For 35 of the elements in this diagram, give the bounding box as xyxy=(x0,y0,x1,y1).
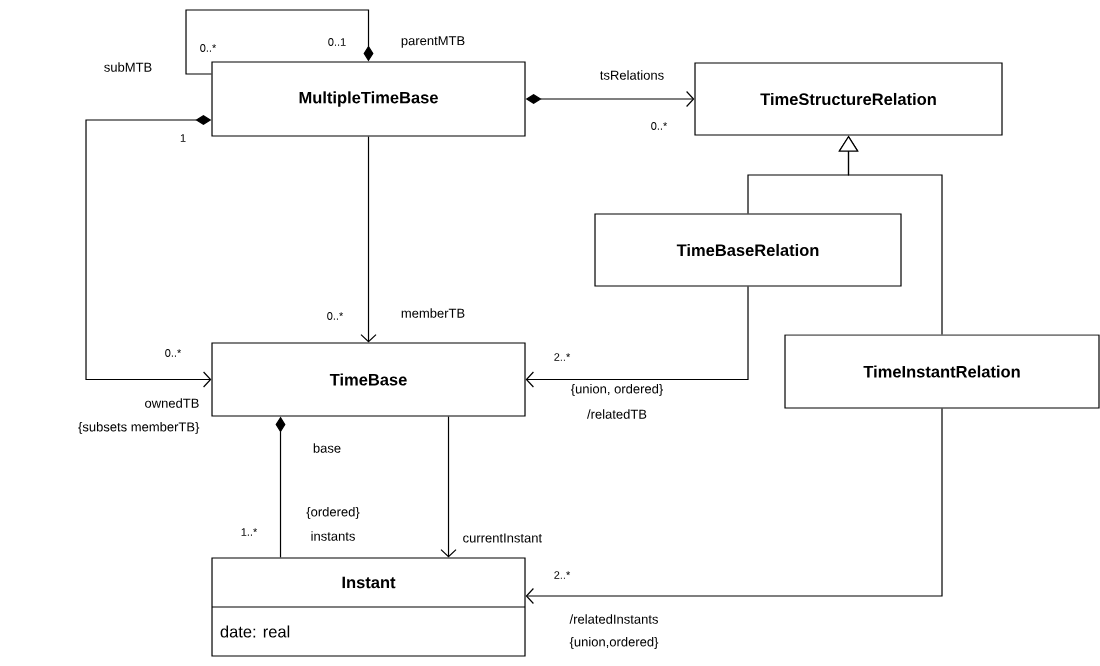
association-line xyxy=(185,9,374,75)
association-arrow xyxy=(525,408,943,605)
association-arrow xyxy=(360,136,377,343)
class-box: Instant date: real xyxy=(211,557,526,657)
multiplicity-label: 0..* xyxy=(165,349,182,357)
multiplicity-label: 0..* xyxy=(651,122,668,130)
multiplicity-label: 0..* xyxy=(200,44,217,52)
association-arrow xyxy=(85,115,212,388)
class-box: TimeInstantRelation xyxy=(784,334,1100,409)
role-name: subMTB xyxy=(104,62,152,72)
role-name: instants xyxy=(311,531,355,541)
constraint-label: {union, ordered} xyxy=(570,383,663,397)
class-box: TimeStructureRelation xyxy=(694,62,1003,136)
role-name: currentInstant xyxy=(463,533,542,543)
class-box: TimeBaseRelation xyxy=(594,213,902,287)
multiplicity-label: 2..* xyxy=(554,571,571,579)
multiplicity-label: 1 xyxy=(180,134,186,142)
constraint-label: {subsets memberTB} xyxy=(78,421,200,435)
role-name: base xyxy=(313,443,341,453)
role-name: /relatedInstants xyxy=(569,614,658,624)
multiplicity-label: 2..* xyxy=(554,353,571,361)
multiplicity-label: 1..* xyxy=(241,528,258,536)
role-name: tsRelations xyxy=(600,70,664,80)
role-name: /relatedTB xyxy=(587,409,647,419)
role-name: ownedTB xyxy=(145,398,199,408)
multiplicity-label: 0..* xyxy=(327,312,344,320)
multiplicity-label: 0..1 xyxy=(328,38,346,46)
constraint-label: {union,ordered} xyxy=(569,636,659,650)
class-box: TimeBase xyxy=(211,342,526,417)
constraint-label: {ordered} xyxy=(306,506,360,520)
role-name: memberTB xyxy=(401,308,465,318)
class-box: MultipleTimeBase xyxy=(211,61,526,137)
association-arrow xyxy=(525,286,749,388)
association-arrow xyxy=(440,416,457,558)
role-name: parentMTB xyxy=(401,36,465,48)
